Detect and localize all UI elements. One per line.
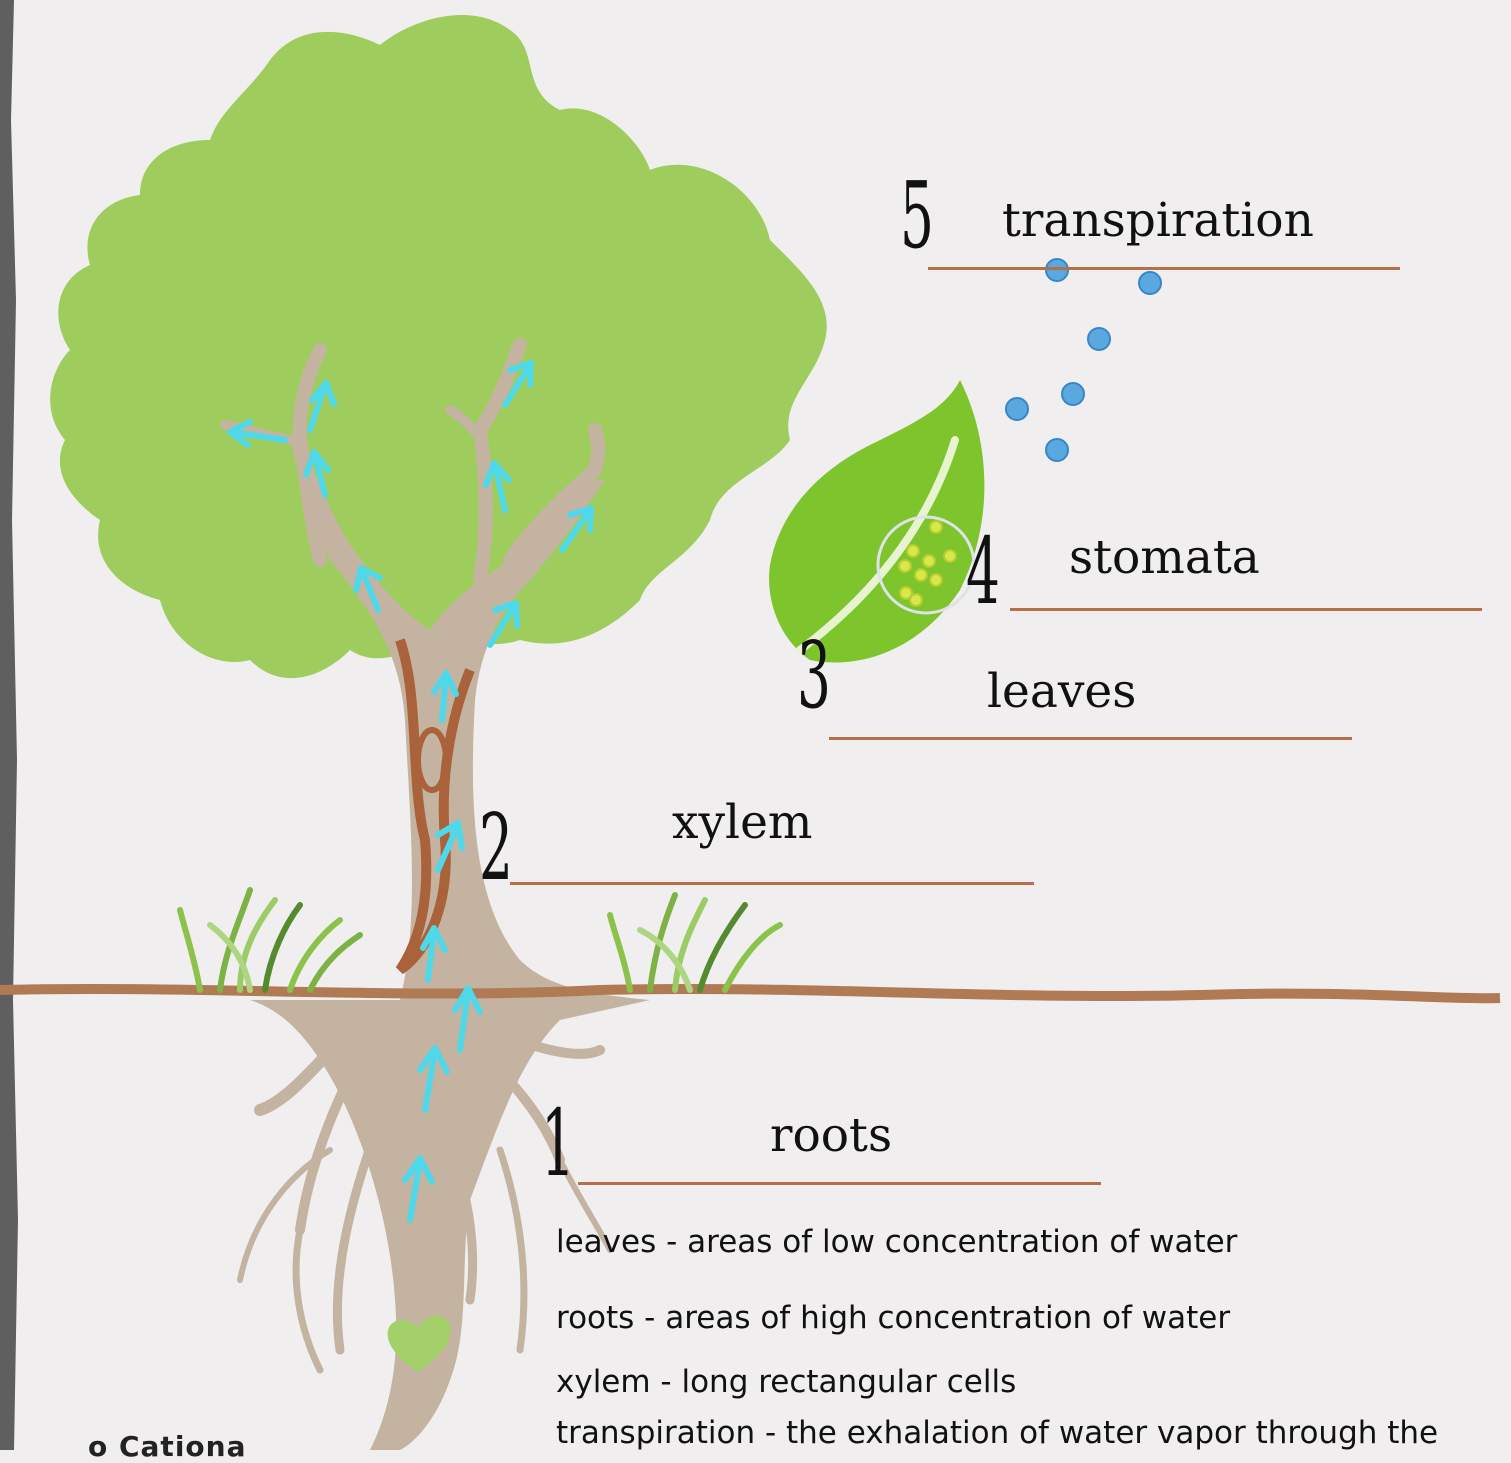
leaf bbox=[769, 380, 984, 662]
step-2-label: xylem bbox=[672, 799, 812, 846]
tree-canopy bbox=[50, 15, 827, 678]
step-3-label: leaves bbox=[987, 668, 1136, 715]
step-1-label: roots bbox=[770, 1112, 892, 1159]
definition-transpiration: transpiration - the exhalation of water … bbox=[556, 1418, 1438, 1449]
step-5-answer-line bbox=[928, 267, 1400, 270]
grass-left bbox=[180, 890, 360, 990]
definition-roots: roots - areas of high concentration of w… bbox=[556, 1303, 1230, 1334]
step-4-number: 4 bbox=[966, 526, 1000, 618]
step-4-label: stomata bbox=[1069, 534, 1260, 581]
step-5-number: 5 bbox=[900, 170, 934, 262]
step-4-answer-line bbox=[1010, 608, 1482, 611]
step-3-answer-line bbox=[829, 737, 1352, 740]
definition-xylem: xylem - long rectangular cells bbox=[556, 1367, 1016, 1398]
step-2-number: 2 bbox=[479, 802, 513, 894]
step-1-number: 1 bbox=[541, 1098, 575, 1190]
ground-line bbox=[0, 989, 1500, 998]
brand-logo: o Cationa bbox=[88, 1430, 246, 1463]
water-vapor-drops bbox=[1006, 259, 1161, 461]
grass-right bbox=[610, 895, 780, 990]
definition-leaves: leaves - areas of low concentration of w… bbox=[556, 1227, 1237, 1258]
left-edge-bar bbox=[0, 0, 18, 1450]
step-1-answer-line bbox=[578, 1182, 1101, 1185]
step-2-answer-line bbox=[510, 882, 1034, 885]
step-5-label: transpiration bbox=[1002, 197, 1314, 244]
step-3-number: 3 bbox=[797, 630, 831, 722]
